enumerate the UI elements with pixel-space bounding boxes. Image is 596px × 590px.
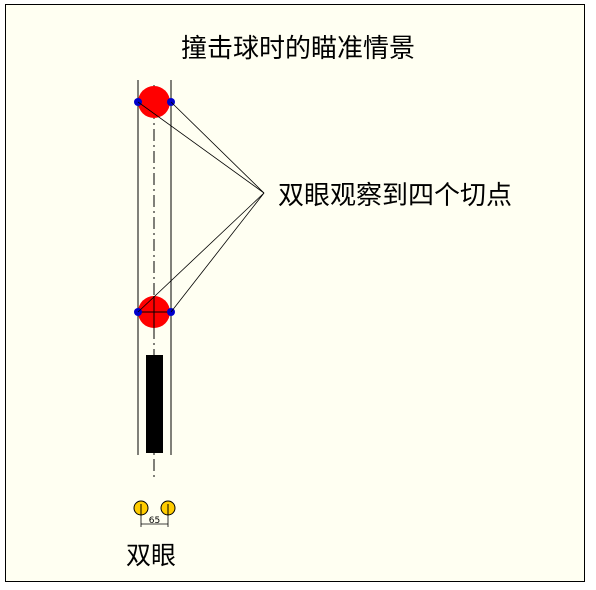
eyes-label: 双眼 bbox=[126, 541, 177, 570]
left-eye-icon bbox=[133, 500, 149, 516]
cue-stick bbox=[146, 355, 163, 453]
object-ball bbox=[138, 86, 170, 118]
right-eye-icon bbox=[160, 500, 176, 516]
eye-distance-dimension bbox=[140, 515, 169, 527]
callout-lines bbox=[137, 101, 265, 313]
diagram-frame bbox=[5, 4, 585, 582]
eye-distance-label: 65 bbox=[149, 516, 160, 526]
diagram-title: 撞击球时的瞄准情景 bbox=[180, 34, 415, 64]
tangent-points-callout: 双眼观察到四个切点 bbox=[278, 181, 513, 211]
